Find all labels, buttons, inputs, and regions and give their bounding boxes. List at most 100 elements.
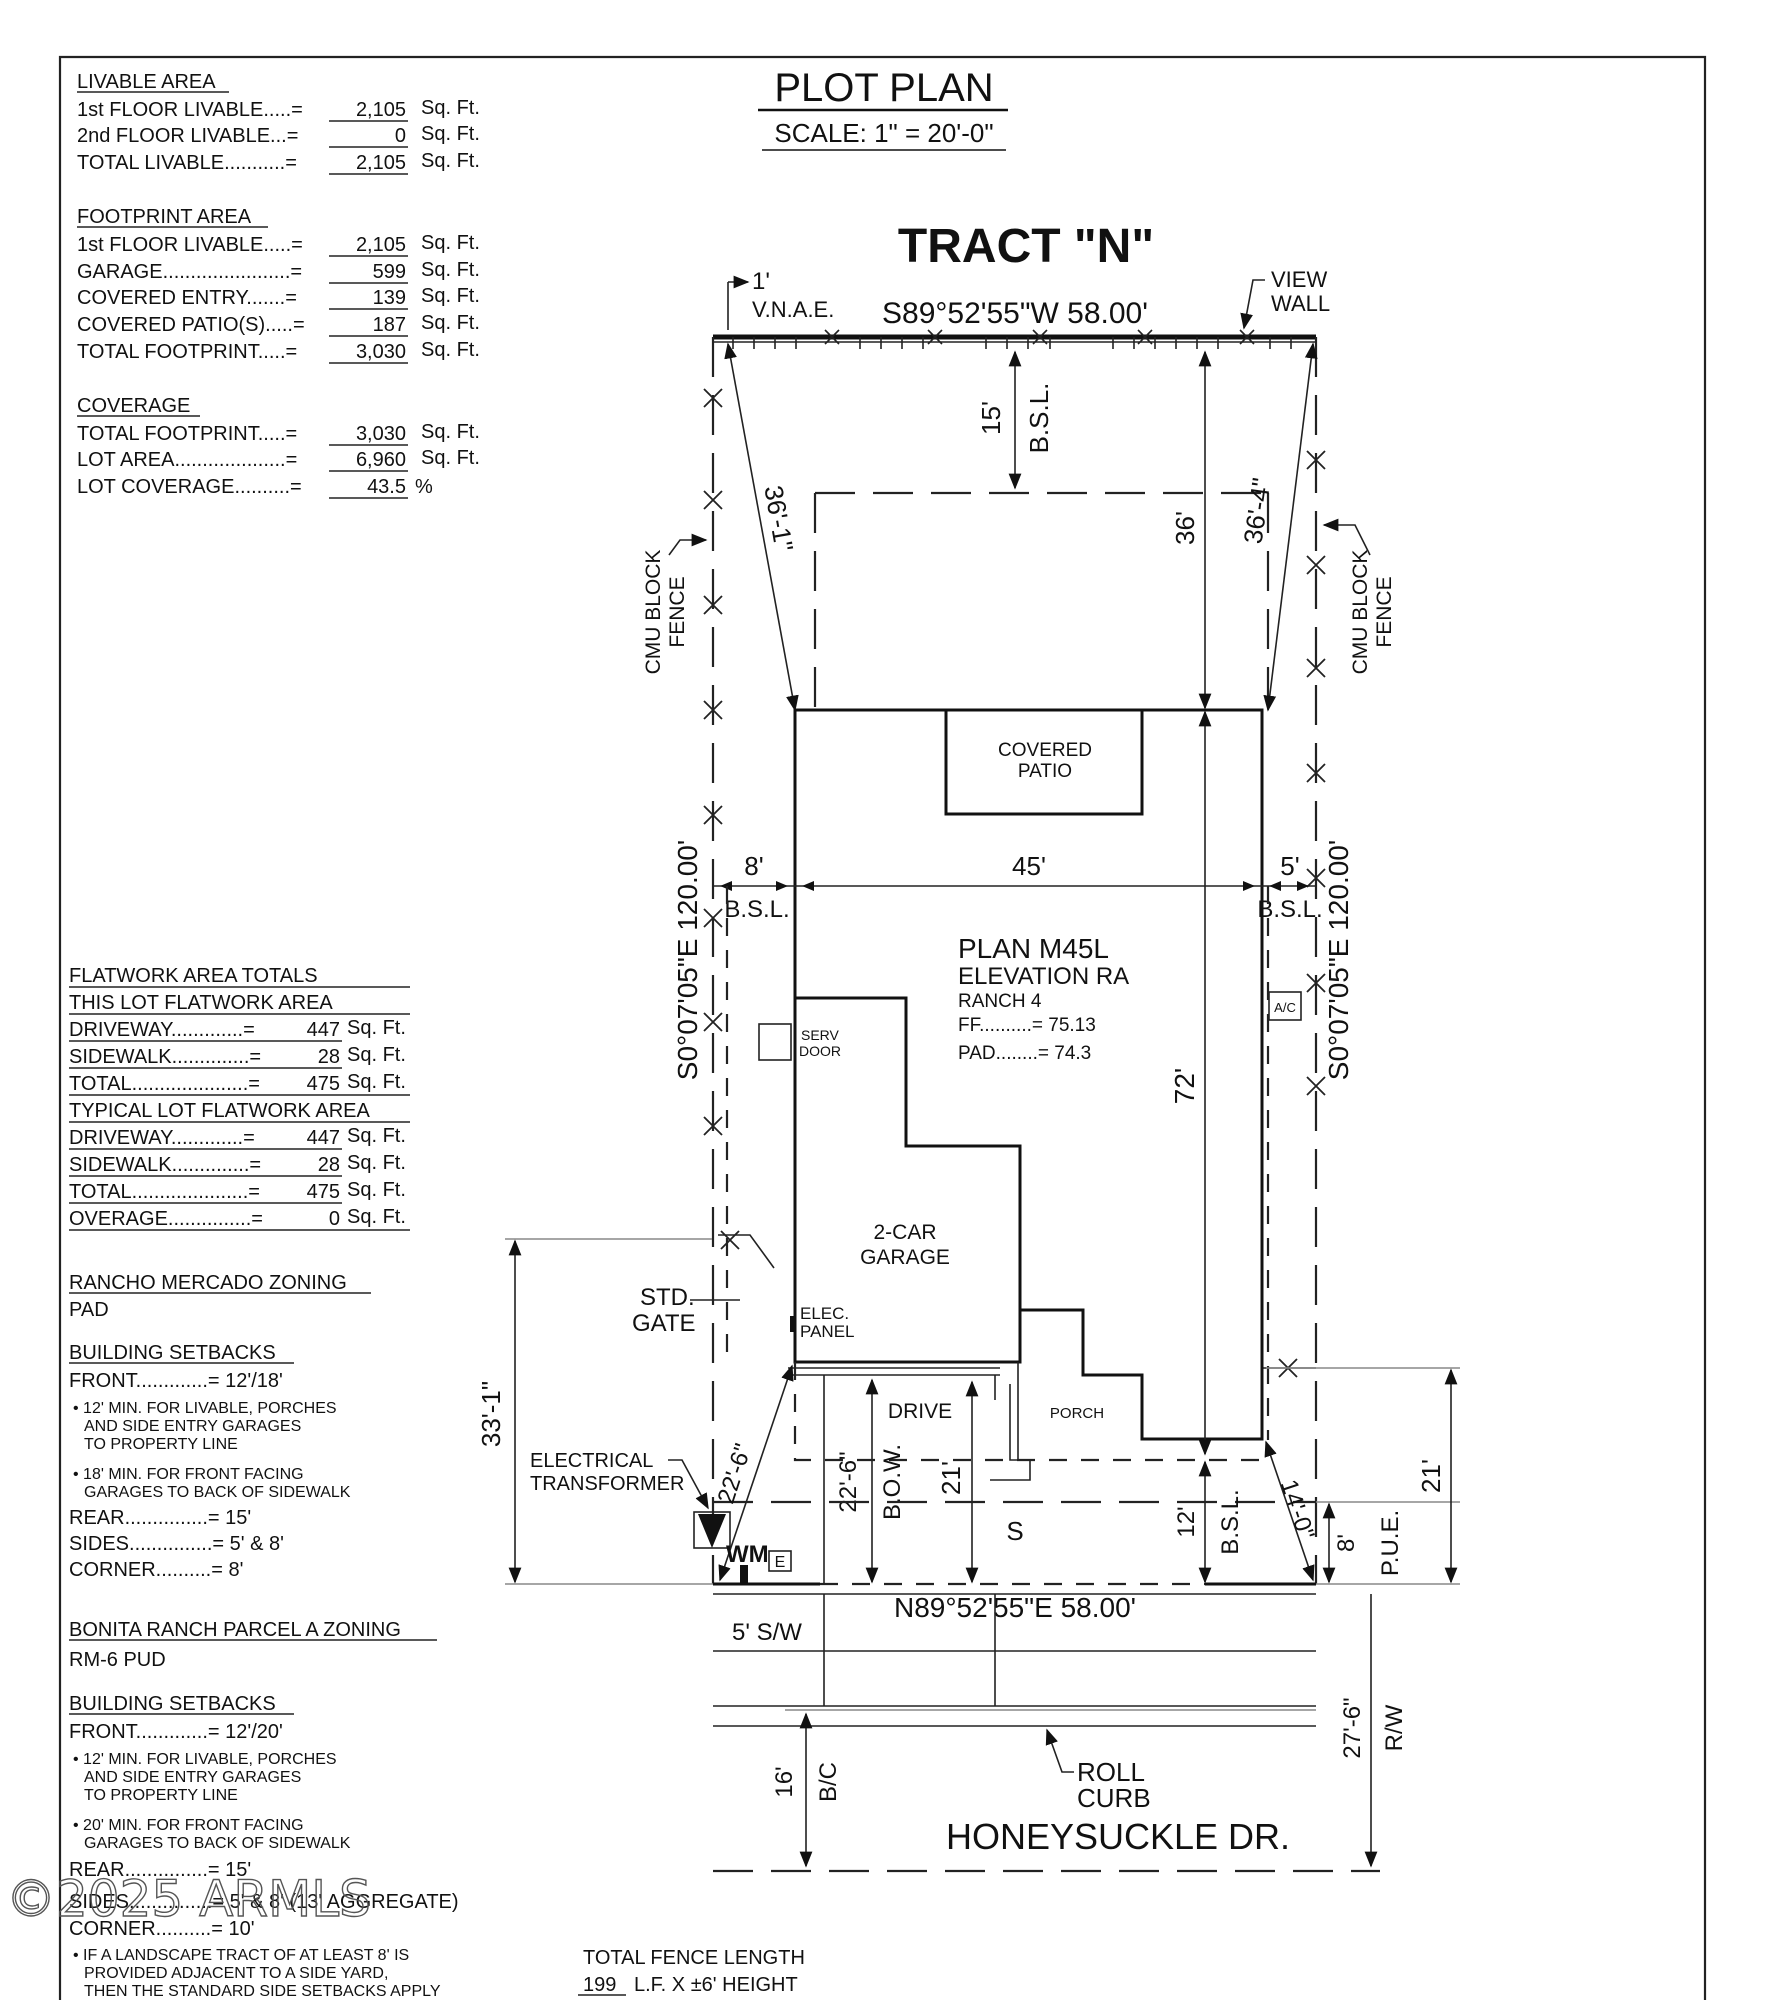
livable-heading: LIVABLE AREA <box>77 71 216 93</box>
sidewalk-label: 5' S/W <box>732 1619 802 1646</box>
watermark: ©2025 ARMLS <box>6 1870 371 1928</box>
coverage-table: COVERAGE TOTAL FOOTPRINT.....= 3,030 Sq.… <box>77 395 480 499</box>
front-setback-dim: 12' <box>1173 1506 1200 1537</box>
pue-dim: 8' <box>1333 1534 1360 1552</box>
cmu-fence-right: CMU BLOCK <box>1349 550 1372 675</box>
house-outline <box>793 708 1264 1441</box>
width-right-dim: 5' <box>1280 851 1299 881</box>
bc-dim: 16' <box>771 1766 798 1797</box>
flatwork-row-value: 447 <box>307 1127 340 1149</box>
west-bearing: S0°07'05"E 120.00' <box>672 840 703 1080</box>
zoning1-value: PAD <box>69 1299 109 1321</box>
diag-right-dim: 36'-4" <box>1238 476 1277 546</box>
bc-label: B/C <box>815 1762 842 1802</box>
street-name: HONEYSUCKLE DR. <box>946 1816 1290 1857</box>
zoning1-front: FRONT.............= 12'/18' <box>69 1370 283 1392</box>
serv-door-label: SERV <box>801 1027 840 1043</box>
zoning2-note: • 20' MIN. FOR FRONT FACING <box>73 1817 304 1834</box>
flatwork-row-label: OVERAGE...............= <box>69 1208 263 1230</box>
width-left-dim: 8' <box>744 851 763 881</box>
flatwork-row-unit: Sq. Ft. <box>347 1125 406 1147</box>
drive-dim: 21' <box>936 1461 966 1495</box>
vnae-dim: 1' <box>752 268 770 295</box>
footprint-row-label: TOTAL FOOTPRINT.....= <box>77 341 297 363</box>
footprint-row-unit: Sq. Ft. <box>421 339 480 361</box>
site-plan: 1' V.N.A.E. VIEW WALL S89°52'55"W 58.00'… <box>476 267 1460 1873</box>
flatwork-row-value: 28 <box>318 1154 340 1176</box>
flatwork-row-label: SIDEWALK..............= <box>69 1046 261 1068</box>
footprint-row-value: 187 <box>373 314 406 336</box>
tract-label: TRACT "N" <box>898 220 1154 273</box>
covered-patio-label: PATIO <box>1018 761 1072 782</box>
zoning2-value: RM-6 PUD <box>69 1649 166 1671</box>
vnae-label: V.N.A.E. <box>752 297 834 322</box>
flatwork-row-unit: Sq. Ft. <box>347 1071 406 1093</box>
rancho-mercado-zoning: RANCHO MERCADO ZONING PAD BUILDING SETBA… <box>69 1272 371 1581</box>
zoning2-sides: SIDES...............= 5' & 8' (13' AGGRE… <box>69 1891 459 1913</box>
plan-ranch: RANCH 4 <box>958 991 1042 1012</box>
rw-dim: 27'-6" <box>1339 1697 1366 1758</box>
zoning2-note: • 12' MIN. FOR LIVABLE, PORCHES <box>73 1751 337 1768</box>
roll-curb-label: ROLL <box>1077 1757 1145 1787</box>
title-block: PLOT PLAN SCALE: 1" = 20'-0" TRACT "N" <box>758 66 1154 273</box>
north-bearing: S89°52'55"W 58.00' <box>882 297 1148 330</box>
ac-unit <box>1268 991 1302 1021</box>
diag-front-right-dim: 14'-0" <box>1275 1476 1320 1542</box>
coverage-heading: COVERAGE <box>77 395 190 417</box>
serv-door-label: DOOR <box>799 1043 841 1059</box>
zoning2-front: FRONT.............= 12'/20' <box>69 1721 283 1743</box>
coverage-row-label: LOT AREA....................= <box>77 449 297 471</box>
footprint-row-label: COVERED ENTRY.......= <box>77 287 297 309</box>
footprint-row-label: 1st FLOOR LIVABLE.....= <box>77 234 303 256</box>
flatwork-row-value: 447 <box>307 1019 340 1041</box>
elec-panel-label: ELEC. <box>800 1304 849 1323</box>
front-setback-label: B.S.L. <box>1217 1489 1244 1554</box>
footprint-row-label: COVERED PATIO(S).....= <box>77 314 305 336</box>
flatwork-row-unit: Sq. Ft. <box>347 1152 406 1174</box>
cmu-fence-left: FENCE <box>666 576 689 647</box>
footprint-row-unit: Sq. Ft. <box>421 312 480 334</box>
footprint-row-value: 3,030 <box>356 341 406 363</box>
flatwork-row-value: 475 <box>307 1181 340 1203</box>
flatwork-row-label: TOTAL.....................= <box>69 1181 260 1203</box>
zoning2-note: AND SIDE ENTRY GARAGES <box>84 1769 301 1786</box>
zoning2-heading: BONITA RANCH PARCEL A ZONING <box>69 1619 401 1641</box>
view-wall-label: WALL <box>1271 291 1330 316</box>
fence-value: 199 <box>583 1974 616 1996</box>
livable-row-unit: Sq. Ft. <box>421 123 480 145</box>
zoning1-note: GARAGES TO BACK OF SIDEWALK <box>84 1484 351 1501</box>
footprint-area-table: FOOTPRINT AREA 1st FLOOR LIVABLE.....= 2… <box>77 206 480 364</box>
footprint-heading: FOOTPRINT AREA <box>77 206 252 228</box>
diag-front-left-dim: 22'-6" <box>713 1440 758 1506</box>
flatwork-row-unit: Sq. Ft. <box>347 1044 406 1066</box>
roll-curb-label: CURB <box>1077 1783 1151 1813</box>
elec-panel-label: PANEL <box>800 1322 855 1341</box>
flatwork-row-label: SIDEWALK..............= <box>69 1154 261 1176</box>
fence-suffix: L.F. X ±6' HEIGHT <box>634 1974 798 1996</box>
livable-row-label: TOTAL LIVABLE...........= <box>77 152 297 174</box>
zoning1-setbacks-heading: BUILDING SETBACKS <box>69 1342 276 1364</box>
rear-setback-dim: 15' <box>976 401 1006 435</box>
covered-patio-label: COVERED <box>998 740 1092 761</box>
coverage-row-unit: % <box>415 476 433 498</box>
east-bearing: S0°07'05"E 120.00' <box>1323 840 1354 1080</box>
flatwork-row-label: DRIVEWAY.............= <box>69 1127 255 1149</box>
house-depth-dim: 72' <box>1169 1068 1200 1105</box>
plan-ff: FF..........= 75.13 <box>958 1015 1096 1036</box>
right-21-dim: 21' <box>1416 1459 1446 1493</box>
plan-pad: PAD........= 74.3 <box>958 1043 1091 1064</box>
footprint-row-unit: Sq. Ft. <box>421 232 480 254</box>
zoning1-note: • 18' MIN. FOR FRONT FACING <box>73 1466 304 1483</box>
footprint-row-value: 599 <box>373 261 406 283</box>
plan-name: PLAN M45L <box>958 933 1109 964</box>
zoning2-corner: CORNER..........= 10' <box>69 1918 255 1940</box>
footprint-row-label: GARAGE.......................= <box>77 261 302 283</box>
flatwork-row-label: TOTAL.....................= <box>69 1073 260 1095</box>
e-box-label: E <box>775 1554 786 1571</box>
flatwork-table: FLATWORK AREA TOTALS THIS LOT FLATWORK A… <box>69 965 410 1231</box>
bsl-left: B.S.L. <box>724 896 789 923</box>
flatwork-row-value: 0 <box>329 1208 340 1230</box>
fence-length: TOTAL FENCE LENGTH 199 L.F. X ±6' HEIGHT <box>578 1947 805 1996</box>
livable-row-unit: Sq. Ft. <box>421 150 480 172</box>
bonita-ranch-zoning: BONITA RANCH PARCEL A ZONING RM-6 PUD BU… <box>69 1619 459 2000</box>
